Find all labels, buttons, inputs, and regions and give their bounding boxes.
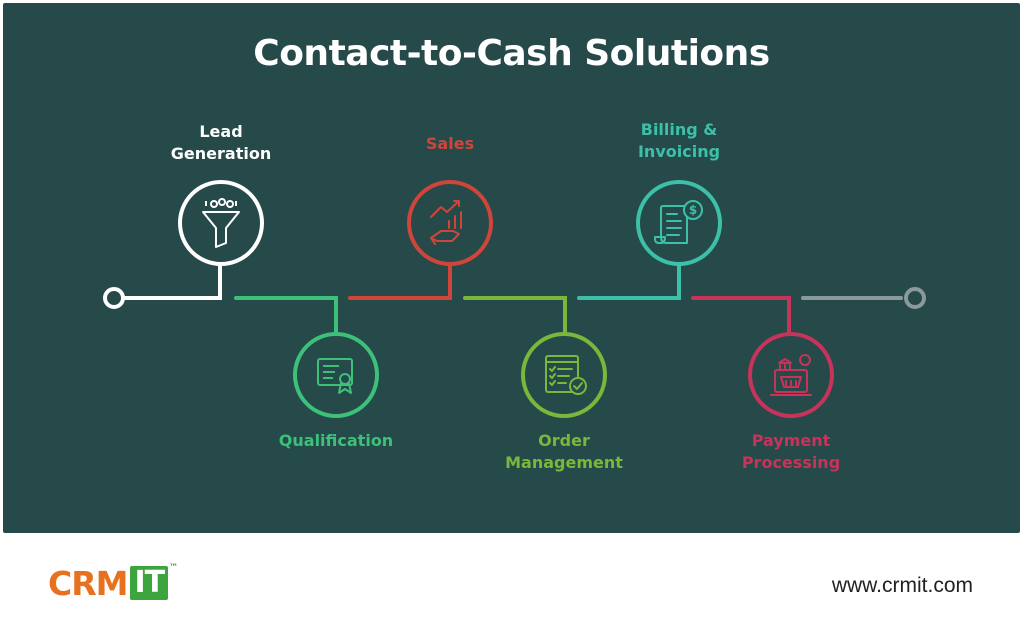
step-circle-order: [521, 332, 607, 418]
step-circle-sales: [407, 180, 493, 266]
logo-it-text: IT: [130, 566, 169, 600]
step-label-order: Order Management: [505, 431, 623, 472]
certificate-icon: [317, 358, 353, 394]
page-title: Contact-to-Cash Solutions: [253, 33, 770, 74]
connector-order: [463, 296, 567, 335]
connector-billing: [577, 263, 681, 300]
connector-qualification: [234, 296, 338, 335]
crmit-logo[interactable]: CRM IT ™: [48, 563, 178, 603]
sales-growth-icon: [430, 200, 462, 245]
funnel-icon: [202, 198, 240, 248]
step-label-billing: Billing & Invoicing: [637, 120, 721, 161]
end-node: [904, 287, 926, 309]
invoice-icon: $: [654, 200, 703, 244]
step-circle-qualification: [293, 332, 379, 418]
step-circle-lead: [178, 180, 264, 266]
step-label-sales: Sales: [425, 134, 475, 153]
diagram-panel: Contact-to-Cash Solutions: [3, 3, 1020, 533]
process-diagram: $: [103, 180, 926, 418]
footer: [0, 533, 1024, 630]
website-url[interactable]: www.crmit.com: [831, 574, 973, 597]
payment-icon: [770, 354, 812, 396]
logo-crm-text: CRM: [48, 563, 128, 603]
connector-sales: [348, 263, 452, 300]
step-label-qualification: Qualification: [278, 431, 394, 450]
step-label-payment: Payment Processing: [741, 431, 841, 472]
step-circle-billing: [636, 180, 722, 266]
step-label-lead: Lead Generation: [170, 122, 272, 163]
checklist-icon: [545, 355, 587, 395]
start-node: [103, 287, 125, 309]
connector-payment: [691, 296, 791, 335]
step-circle-payment: [748, 332, 834, 418]
logo-trademark: ™: [169, 563, 178, 573]
svg-text:$: $: [689, 203, 697, 217]
connector-lead: [122, 263, 222, 300]
